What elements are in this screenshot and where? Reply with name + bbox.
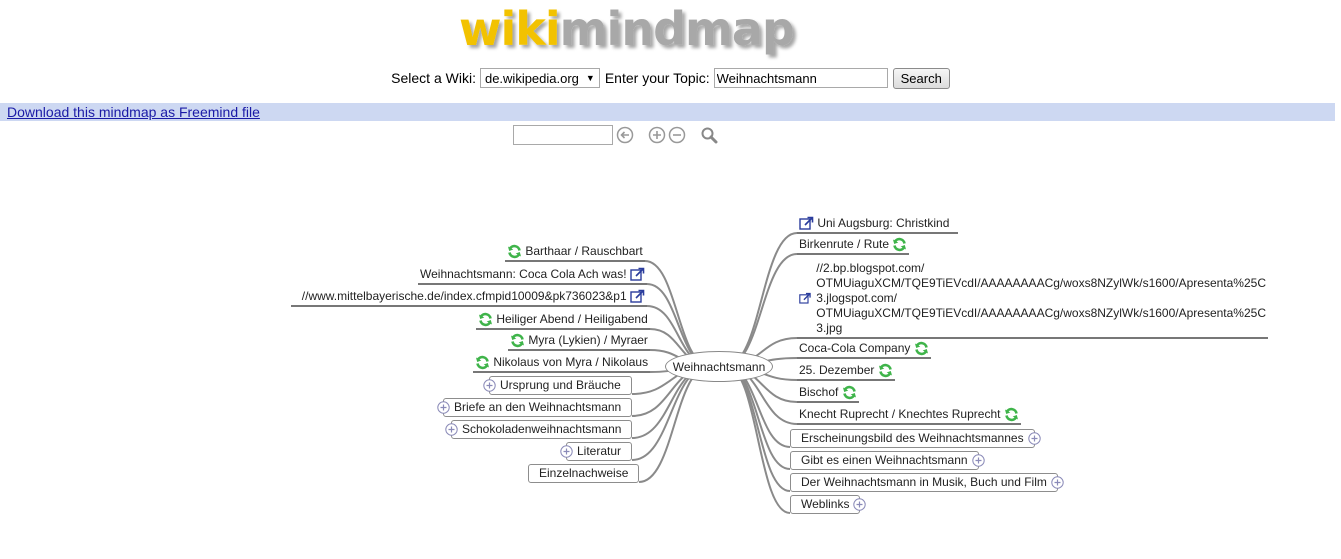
mindmap-node-right[interactable]: //2.bp.blogspot.com/OTMUiaguXCM/TQE9TiEV… <box>797 261 1268 339</box>
expand-icon[interactable] <box>560 445 573 458</box>
expand-icon[interactable] <box>483 379 496 392</box>
back-icon[interactable] <box>616 126 634 144</box>
refresh-icon[interactable] <box>914 341 929 356</box>
mindmap-node-label: Briefe an den Weihnachtsmann <box>454 400 622 414</box>
mindmap-node-label: Coca-Cola Company <box>799 341 911 355</box>
logo-wiki-text: wiki <box>459 2 560 56</box>
refresh-icon[interactable] <box>842 385 857 400</box>
mindmap-node-left[interactable]: Weihnachtsmann: Coca Cola Ach was! <box>418 267 647 286</box>
magnifier-icon[interactable] <box>700 126 718 144</box>
mindmap-node-left[interactable]: Briefe an den Weihnachtsmann <box>443 398 633 417</box>
mindmap-node-label-line: 3.jlogspot.com/ <box>816 291 897 305</box>
expand-icon[interactable] <box>445 423 458 436</box>
refresh-icon[interactable] <box>510 333 525 348</box>
expand-icon[interactable] <box>437 401 450 414</box>
mindmap-node-label: Weihnachtsmann: Coca Cola Ach was! <box>420 267 627 281</box>
dropdown-arrow-icon: ▼ <box>585 73 595 83</box>
mindmap-node-right[interactable]: Uni Augsburg: Christkind <box>797 216 958 235</box>
mindmap-node-left[interactable]: Barthaar / Rauschbart <box>505 244 645 263</box>
mindmap-node-label: Myra (Lykien) / Myraer <box>528 333 648 347</box>
mindmap-node-right[interactable]: Coca-Cola Company <box>797 341 931 360</box>
mindmap-node-label: 25. Dezember <box>799 363 875 377</box>
mindmap-node-label: Birkenrute / Rute <box>799 237 890 251</box>
mindmap-node-label: //2.bp.blogspot.com/OTMUiaguXCM/TQE9TiEV… <box>816 261 1266 336</box>
mindmap-node-label: Einzelnachweise <box>539 466 629 480</box>
mindmap-node-label-line: OTMUiaguXCM/TQE9TiEVcdI/AAAAAAAACg/woxs8… <box>816 276 1266 290</box>
mindmap-node-label-line: //2.bp.blogspot.com/ <box>816 261 925 275</box>
mindmap-center-node[interactable]: Weihnachtsmann <box>665 351 773 382</box>
mindmap-node-left[interactable]: Einzelnachweise <box>528 464 640 483</box>
zoom-out-icon[interactable] <box>668 126 686 144</box>
svg-text:wikimindmap: wikimindmap <box>459 2 794 56</box>
wiki-select-value: de.wikipedia.org <box>484 70 579 86</box>
mindmap-node-left[interactable]: Literatur <box>566 442 633 461</box>
refresh-icon[interactable] <box>475 355 490 370</box>
mindmap-node-label: Uni Augsburg: Christkind <box>817 216 950 230</box>
mindmap-node-label: Der Weihnachtsmann in Musik, Buch und Fi… <box>801 475 1047 489</box>
mindmap-edge <box>725 232 798 367</box>
mindmap-node-right[interactable]: Birkenrute / Rute <box>797 237 910 256</box>
mindmap-node-label: Heiliger Abend / Heiligabend <box>496 312 648 326</box>
expand-icon[interactable] <box>1051 476 1064 489</box>
mindmap-node-label: Barthaar / Rauschbart <box>525 244 643 258</box>
download-bar: Download this mindmap as Freemind file <box>0 103 1335 121</box>
mindmap-node-right[interactable]: Weblinks <box>790 495 861 514</box>
search-button[interactable]: Search <box>892 67 950 89</box>
refresh-icon[interactable] <box>892 237 907 252</box>
mindmap-node-label-line: 3.jpg <box>816 321 843 335</box>
mindmap-node-label: Erscheinungsbild des Weihnachtsmannes <box>801 431 1024 445</box>
wiki-select[interactable]: de.wikipedia.org ▼ <box>479 68 600 88</box>
download-freemind-link[interactable]: Download this mindmap as Freemind file <box>7 104 260 120</box>
mindmap-node-left[interactable]: Heiliger Abend / Heiligabend <box>476 312 650 331</box>
mindmap-node-label-line: OTMUiaguXCM/TQE9TiEVcdI/AAAAAAAACg/woxs8… <box>816 306 1266 320</box>
mindmap-search-input[interactable] <box>513 125 613 145</box>
mindmap-node-left[interactable]: Nikolaus von Myra / Nikolaus <box>473 355 651 374</box>
expand-icon[interactable] <box>1028 432 1041 445</box>
mindmap-node-label: Gibt es einen Weihnachtsmann <box>801 453 968 467</box>
refresh-icon[interactable] <box>507 244 522 259</box>
mindmap-edge <box>725 365 791 492</box>
external-link-icon[interactable] <box>799 216 814 231</box>
expand-icon[interactable] <box>972 454 985 467</box>
logo-mindmap-text: mindmap <box>560 2 794 56</box>
mindmap-node-right[interactable]: Gibt es einen Weihnachtsmann <box>790 451 979 470</box>
topic-input[interactable] <box>713 68 888 88</box>
mindmap-node-label: Literatur <box>577 444 622 458</box>
expand-icon[interactable] <box>853 498 866 511</box>
wiki-select-label: Select a Wiki: <box>391 70 476 86</box>
mindmap-edge <box>725 253 798 367</box>
center-node-label: Weihnachtsmann <box>672 359 766 374</box>
mindmap-node-label: Bischof <box>799 385 839 399</box>
mindmap-node-label: Nikolaus von Myra / Nikolaus <box>493 355 649 369</box>
mindmap-node-label: Schokoladenweihnachtsmann <box>462 422 622 436</box>
mindmap-edge <box>638 365 711 483</box>
search-form: Select a Wiki: de.wikipedia.org ▼ Enter … <box>0 66 1341 90</box>
wikimindmap-logo: wikimindmap <box>457 2 877 56</box>
external-link-icon[interactable] <box>799 291 811 306</box>
mindmap-node-label: Ursprung und Bräuche <box>500 378 621 392</box>
refresh-icon[interactable] <box>1004 407 1019 422</box>
topic-label: Enter your Topic: <box>604 70 710 86</box>
refresh-icon[interactable] <box>878 363 893 378</box>
zoom-in-icon[interactable] <box>648 126 666 144</box>
mindmap-node-left[interactable]: //www.mittelbayerische.de/index.cfmpid10… <box>291 289 647 308</box>
mindmap-node-left[interactable]: Ursprung und Bräuche <box>489 376 632 395</box>
mindmap-node-right[interactable]: Bischof <box>797 385 859 404</box>
mindmap-node-label: Knecht Ruprecht / Knechtes Ruprecht <box>799 407 1001 421</box>
mindmap-node-left[interactable]: Schokoladenweihnachtsmann <box>451 420 633 439</box>
mindmap-node-right[interactable]: Erscheinungsbild des Weihnachtsmannes <box>790 429 1035 448</box>
external-link-icon[interactable] <box>630 267 645 282</box>
mindmap-node-label: Weblinks <box>801 497 850 511</box>
external-link-icon[interactable] <box>630 289 645 304</box>
mindmap-node-right[interactable]: 25. Dezember <box>797 363 895 382</box>
mindmap-node-right[interactable]: Knecht Ruprecht / Knechtes Ruprecht <box>797 407 1021 426</box>
mindmap-node-right[interactable]: Der Weihnachtsmann in Musik, Buch und Fi… <box>790 473 1058 492</box>
refresh-icon[interactable] <box>478 312 493 327</box>
mindmap-node-label: //www.mittelbayerische.de/index.cfmpid10… <box>301 289 627 303</box>
mindmap-node-left[interactable]: Myra (Lykien) / Myraer <box>508 333 650 352</box>
